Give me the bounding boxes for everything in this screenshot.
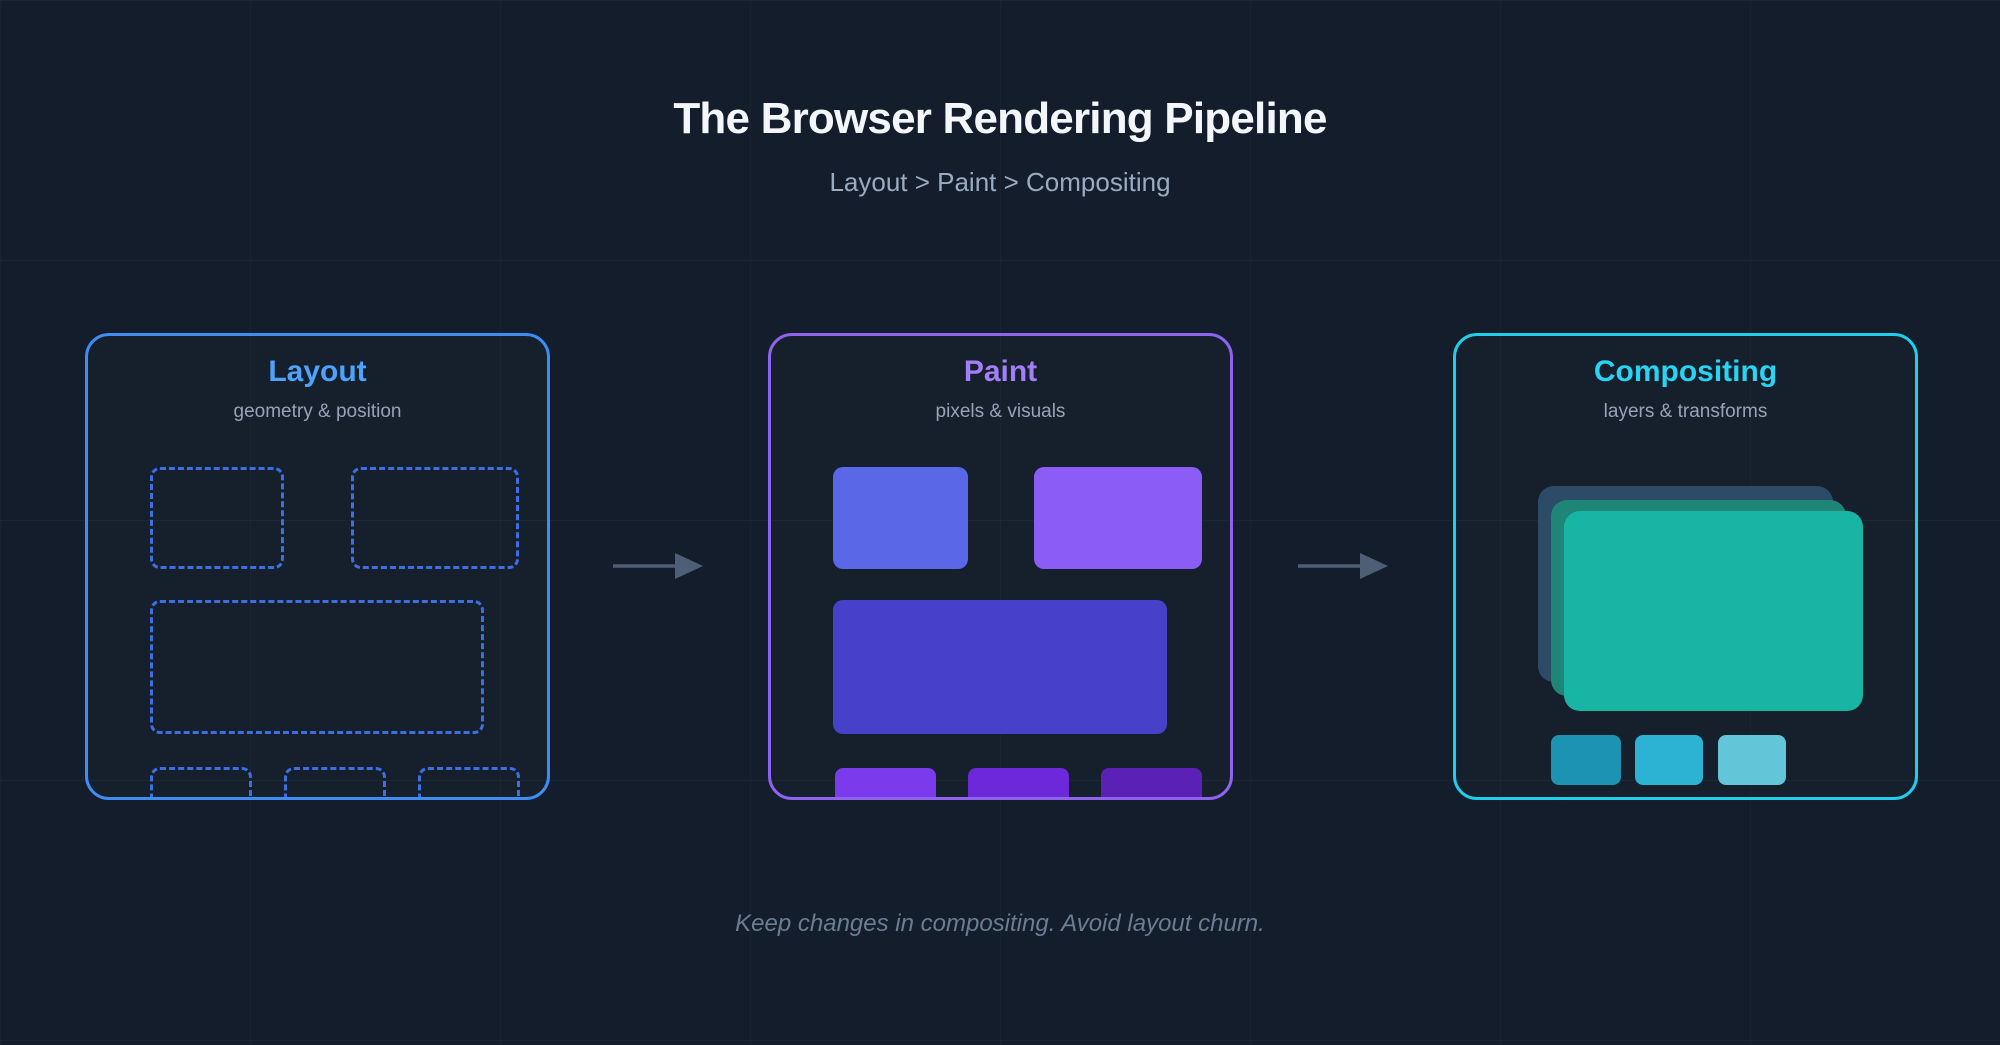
painted-box-small <box>1101 768 1202 797</box>
stage-card-compositing: Compositing layers & transforms <box>1453 333 1918 800</box>
flow-arrow-icon <box>1298 553 1388 579</box>
wireframe-box-small <box>284 767 386 797</box>
wireframe-box-large <box>150 600 484 734</box>
compositing-chip <box>1551 735 1621 785</box>
stage-title-layout: Layout <box>268 355 367 388</box>
stage-subtitle-compositing: layers & transforms <box>1603 401 1768 422</box>
painted-box-small <box>835 768 936 797</box>
layer-stack <box>1538 486 1868 716</box>
flow-arrow-icon <box>613 553 703 579</box>
painted-box <box>833 467 968 569</box>
wireframe-box <box>150 467 284 569</box>
stage-title-paint: Paint <box>963 355 1038 388</box>
compositing-chip <box>1718 735 1786 785</box>
stage-title-compositing: Compositing <box>1593 355 1778 388</box>
stage-header-layout: Layout geometry & position <box>88 336 547 425</box>
compositing-layer-front <box>1564 511 1863 711</box>
stage-header-paint: Paint pixels & visuals <box>771 336 1230 425</box>
painted-box-large <box>833 600 1167 734</box>
stage-card-paint: Paint pixels & visuals <box>768 333 1233 800</box>
wireframe-box <box>351 467 519 569</box>
wireframe-box-small <box>418 767 520 797</box>
stage-subtitle-layout: geometry & position <box>233 401 402 422</box>
diagram-header: The Browser Rendering Pipeline Layout > … <box>0 0 2000 198</box>
page-title: The Browser Rendering Pipeline <box>673 94 1327 143</box>
stage-card-layout: Layout geometry & position <box>85 333 550 800</box>
painted-box <box>1034 467 1202 569</box>
compositing-chip <box>1635 735 1703 785</box>
stage-header-compositing: Compositing layers & transforms <box>1456 336 1915 425</box>
painted-box-small <box>968 768 1069 797</box>
wireframe-box-small <box>150 767 252 797</box>
stage-subtitle-paint: pixels & visuals <box>935 401 1066 422</box>
pipeline-steps-subtitle: Layout > Paint > Compositing <box>829 167 1171 197</box>
footer-note: Keep changes in compositing. Avoid layou… <box>735 910 1265 937</box>
